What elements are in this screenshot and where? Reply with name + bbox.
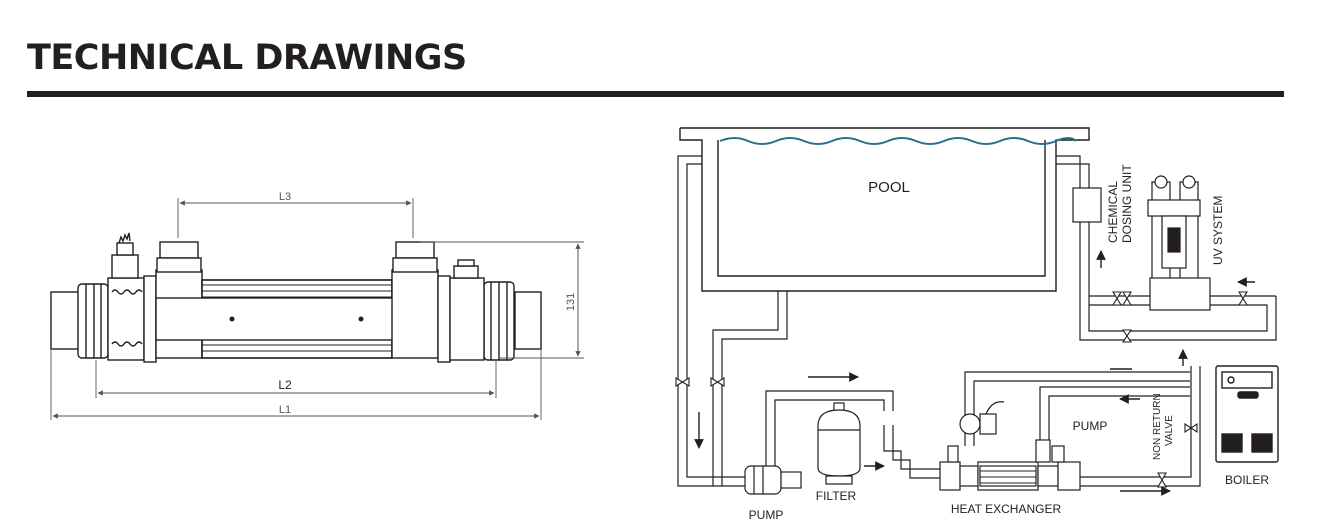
valve-uv-right <box>1238 291 1248 306</box>
schematic-heat-exchanger <box>939 439 1081 491</box>
dimension-lines <box>50 198 584 420</box>
main-pump-label: PUMP <box>749 508 784 522</box>
main-pump <box>744 465 802 495</box>
chemical-dosing-unit <box>1072 187 1102 223</box>
flow-arrows <box>694 250 1255 496</box>
pool <box>679 127 1090 292</box>
valve-bypass <box>1121 329 1133 343</box>
sand-filter <box>817 402 861 485</box>
dimension-l3-label: L3 <box>279 191 291 203</box>
heat-exchanger-label: HEAT EXCHANGER <box>951 502 1062 516</box>
chemical-dosing-label-1: CHEMICAL <box>1106 181 1120 243</box>
valve-dosing-2 <box>1122 291 1132 306</box>
page-title: TECHNICAL DRAWINGS <box>27 38 467 78</box>
boiler-label: BOILER <box>1225 473 1269 487</box>
dimension-height-label: 131 <box>565 293 577 311</box>
heat-exchanger-drawing <box>50 232 542 363</box>
valve-outlet <box>1157 472 1167 488</box>
chemical-dosing-label-2: DOSING UNIT <box>1120 164 1134 243</box>
dimension-l1-label: L1 <box>279 404 291 416</box>
right-pipe-end <box>514 291 542 350</box>
filter-label: FILTER <box>816 489 857 503</box>
valve-dosing <box>1112 291 1122 306</box>
title-underline <box>27 91 1284 97</box>
uv-system-label: UV SYSTEM <box>1211 196 1225 265</box>
non-return-valve-label-1: NON RETURN <box>1152 393 1163 460</box>
uv-system <box>1147 175 1211 311</box>
check-valve-drain <box>710 377 725 387</box>
left-pipe-end <box>50 291 80 350</box>
non-return-valve-symbol <box>1184 422 1198 434</box>
check-valve-left <box>675 377 690 387</box>
boiler <box>1215 365 1279 463</box>
dimension-l2-label: L2 <box>278 378 292 392</box>
non-return-valve-label-2: VALVE <box>1164 415 1175 446</box>
pool-label: POOL <box>868 179 910 196</box>
valves <box>675 291 1248 488</box>
secondary-pump-label: PUMP <box>1073 419 1108 433</box>
secondary-pump <box>959 401 1005 435</box>
